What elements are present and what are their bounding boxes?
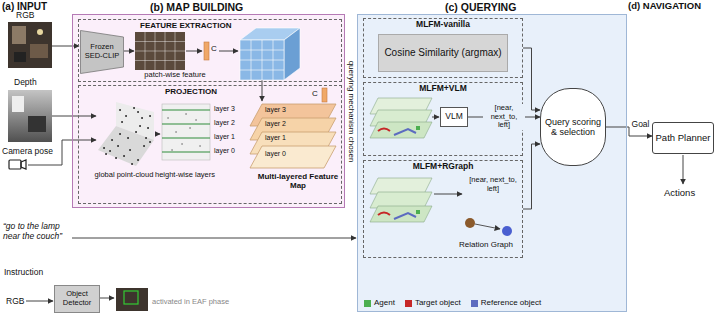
node-text: PROJECTION — [165, 87, 217, 96]
camera-icon — [9, 160, 26, 169]
node-text: Query scoring & selection — [541, 115, 605, 140]
point-cloud — [98, 102, 154, 166]
node-text: (b) MAP BUILDING — [150, 1, 243, 13]
node-text: patch-wise feature — [138, 71, 212, 80]
node-text: FEATURE EXTRACTION — [140, 21, 231, 30]
patch-grid — [135, 32, 185, 70]
node-text: [near, next_to, left] — [466, 176, 520, 193]
legend-text: Reference object — [481, 298, 541, 307]
node-text: layer 3 — [214, 105, 235, 113]
text-label: RGB — [6, 297, 24, 307]
node-text: Path Planner — [654, 131, 713, 146]
node-text: C — [312, 89, 318, 98]
process-box: VLM — [440, 107, 468, 127]
connector — [523, 48, 540, 110]
detector-box: Object Detector — [54, 285, 100, 313]
node-text: layer 2 — [214, 119, 235, 127]
relation-graph — [465, 218, 512, 236]
node-text: Frozen SED-CLIP — [80, 41, 124, 62]
node-text: layer 3 — [265, 106, 286, 114]
node-text: height-wise layers — [152, 171, 218, 180]
node-text: C — [211, 44, 217, 53]
connector — [523, 144, 540, 209]
legend-swatch — [405, 300, 412, 307]
map-building-panel: (b) MAP BUILDINGFEATURE EXTRACTIONpatch-… — [72, 14, 345, 208]
node-text: layer 2 — [265, 120, 286, 128]
rgb-image — [8, 22, 52, 68]
node-text: Cosine Similarity (argmax) — [382, 45, 503, 61]
text-label: Depth — [14, 78, 37, 88]
feature-extraction-box: FEATURE EXTRACTION patch-wise feature C Fro… — [78, 19, 342, 82]
method-box: MLFM-vanillaCosine Similarity (argmax) — [363, 18, 523, 78]
node-text: Relation Graph — [450, 240, 522, 249]
node-text: layer 1 — [265, 134, 286, 142]
flow-arrows — [26, 46, 683, 301]
depth-image — [8, 90, 52, 142]
text-label: Camera pose — [2, 147, 53, 157]
node-text: layer 1 — [214, 133, 235, 141]
rgraph-map-stack — [370, 178, 432, 222]
method-box: MLFM+RGraph [near, next_to, left] Relation… — [363, 160, 523, 258]
feature-vector — [322, 88, 327, 102]
edge-label: [near, next_to, left] — [483, 104, 525, 130]
legend-text: Target object — [415, 298, 461, 307]
text-label: (d) NAVIGATION — [628, 1, 701, 12]
scoring-node: Query scoring & selection — [540, 88, 606, 166]
feature-cube — [240, 28, 300, 80]
text-label: “go to the lamp near the couch” — [3, 222, 71, 242]
query-panel-ground — [357, 14, 627, 312]
legend-swatch — [471, 300, 478, 307]
node-text: MLFM+RGraph — [393, 162, 493, 172]
legend-text: Agent — [374, 298, 395, 307]
edge-label: Goal — [631, 120, 651, 130]
querying-panel: (c) QUERYINGMLFM-vanillaCosine Similarit… — [357, 14, 627, 312]
node-text: MLFM-vanilla — [398, 20, 488, 30]
text-label: Instruction — [4, 268, 43, 278]
text-label: querying mechanism chosen — [346, 52, 355, 172]
planner-box: Path Planner — [652, 122, 714, 154]
vlm-map-stack — [370, 98, 432, 138]
height-layers — [162, 104, 210, 160]
feature-map-stack — [250, 104, 336, 168]
projection-box: PROJECTION global point-cloudheight-wise … — [78, 85, 342, 204]
node-text: global point-cloud — [94, 171, 154, 180]
map-panel-ground — [72, 14, 345, 208]
text-label: Actions — [664, 188, 695, 199]
text-label: activated in EAF phase — [152, 298, 229, 307]
detection-image — [116, 288, 148, 311]
node-text: VLM — [443, 110, 464, 124]
node-text: layer 0 — [265, 150, 286, 158]
legend-swatch — [364, 300, 371, 307]
node-text: (c) QUERYING — [445, 1, 516, 13]
feature-vector — [204, 42, 209, 60]
node-text: Multi-layered Feature Map — [256, 172, 340, 190]
text-label: RGB — [16, 11, 34, 21]
node-text: layer 0 — [214, 147, 235, 155]
node-text: Object Detector — [55, 288, 99, 309]
node-text: MLFM+VLM — [398, 84, 488, 94]
process-box: Cosine Similarity (argmax) — [378, 34, 508, 72]
encoder-trapezoid: Frozen SED-CLIP — [80, 30, 124, 74]
